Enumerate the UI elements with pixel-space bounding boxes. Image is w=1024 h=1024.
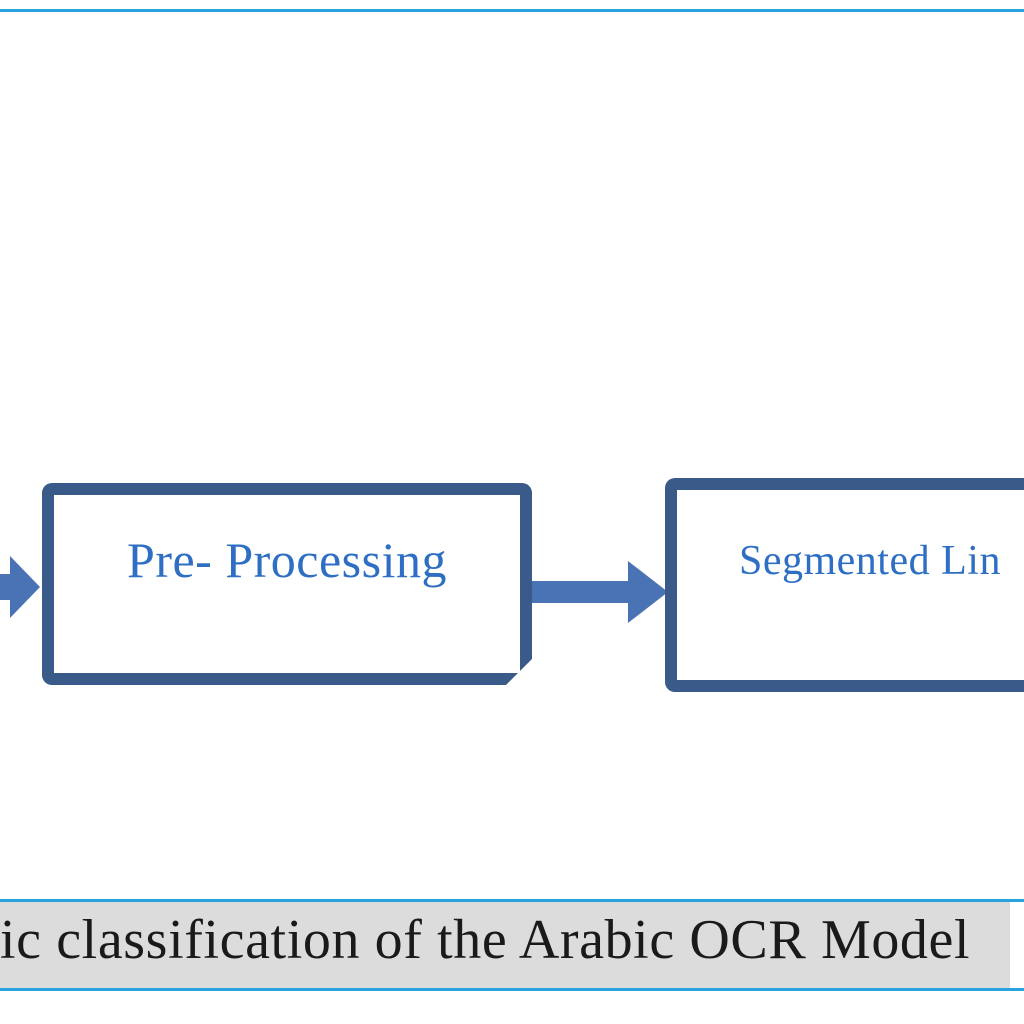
arrow-into-pre-processing [0,556,40,618]
arrow-pre-processing-to-segmented-lines [532,561,668,623]
segmented-lines-label: Segmented Lin [739,538,1001,584]
caption-right-edge [1010,902,1024,988]
top-border-rule [0,9,1024,12]
box-corner-fold-icon [506,659,532,685]
pre-processing-label: Pre- Processing [127,532,447,588]
pre-processing-box: Pre- Processing [42,483,532,685]
figure-caption-bar: ic classification of the Arabic OCR Mode… [0,899,1024,991]
segmented-lines-box: Segmented Lin [665,478,1024,692]
figure-caption: ic classification of the Arabic OCR Mode… [0,909,971,971]
